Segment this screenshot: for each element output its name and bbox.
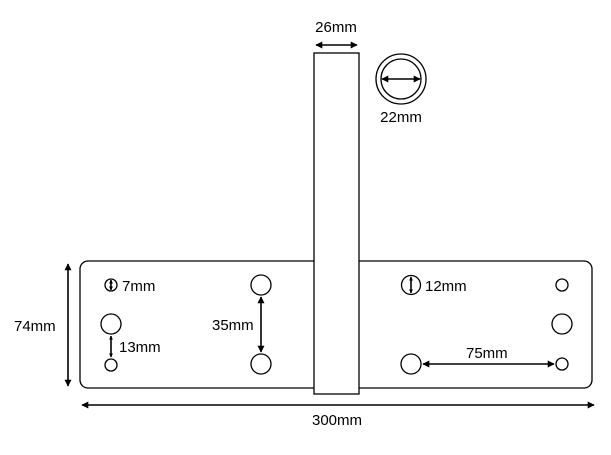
label-hole-offset: 75mm — [466, 345, 508, 362]
hole-bottom-middle — [250, 353, 272, 375]
label-rod-diameter: 22mm — [380, 109, 422, 126]
hole-top-middle — [250, 274, 272, 296]
label-hole-spacing: 35mm — [212, 317, 254, 334]
label-plate-width: 300mm — [312, 412, 362, 429]
label-bar-width: 26mm — [315, 19, 357, 36]
hole-top-right-small — [555, 278, 569, 292]
hole-left-large — [100, 313, 122, 335]
label-hole-12: 12mm — [425, 278, 467, 295]
hole-right-large — [551, 313, 573, 335]
hole-left-small — [104, 358, 118, 372]
label-plate-height: 74mm — [14, 318, 56, 335]
hole-bottom-right-small — [555, 357, 569, 371]
label-hole-13: 13mm — [119, 339, 161, 356]
vertical-bar — [313, 52, 360, 395]
label-hole-7: 7mm — [122, 278, 155, 295]
hole-bottom-right-large — [400, 353, 422, 375]
